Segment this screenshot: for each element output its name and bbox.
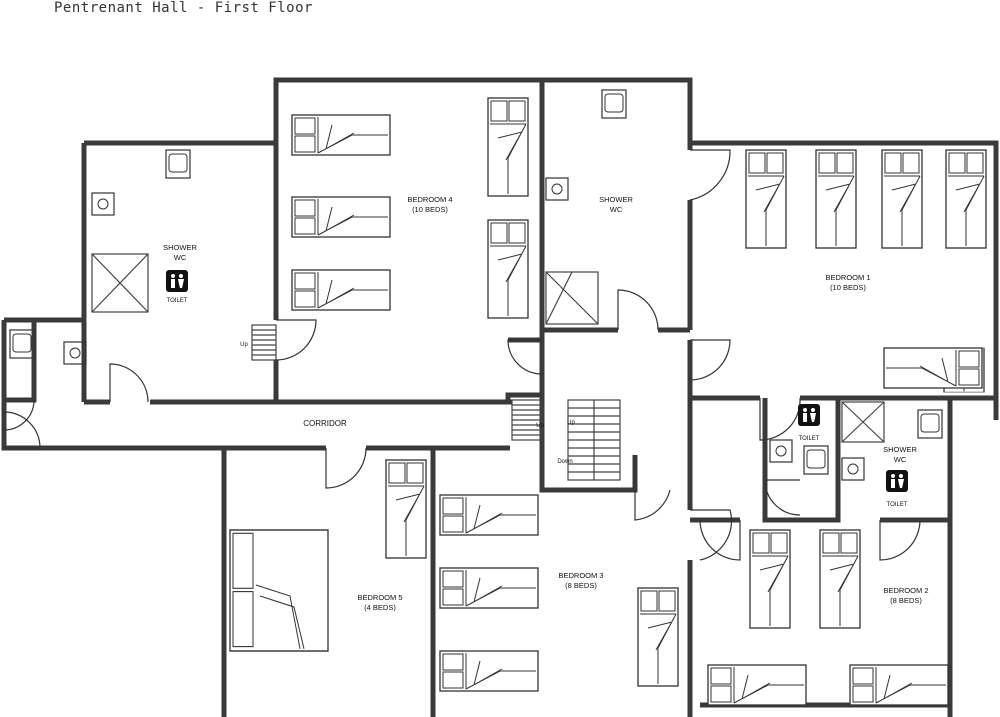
sink-fixture <box>545 177 569 201</box>
bed <box>291 196 391 238</box>
bedroom1-name: BEDROOM 1 <box>825 273 870 282</box>
stair-up-label: Up <box>536 423 544 429</box>
beds <box>229 97 987 706</box>
wc-sign-icon <box>886 470 908 492</box>
toilet-label: TOILET <box>799 436 820 442</box>
bed <box>291 114 391 156</box>
bedroom2-name: BEDROOM 2 <box>883 586 928 595</box>
bedroom5-name: BEDROOM 5 <box>357 593 402 602</box>
bed <box>819 529 861 629</box>
bedroom1-beds: (10 BEDS) <box>830 283 866 292</box>
toilet-label: TOILET <box>887 502 908 508</box>
corridor-label: CORRIDOR <box>303 419 347 428</box>
bedroom3-name: BEDROOM 3 <box>558 571 603 580</box>
stairs <box>251 324 621 481</box>
toilet-fixture <box>601 89 627 119</box>
toilet-fixture <box>9 329 35 359</box>
wc-sign-icon <box>798 404 820 426</box>
bed <box>439 494 539 536</box>
bed <box>849 664 949 706</box>
shower-mid-line1: SHOWER <box>599 195 633 204</box>
bed <box>291 269 391 311</box>
bed <box>487 219 529 319</box>
bedroom3-beds: (8 BEDS) <box>565 581 597 590</box>
toilet-label: TOILET <box>167 298 188 304</box>
bed <box>637 587 679 687</box>
bed <box>749 529 791 629</box>
bed <box>745 149 787 249</box>
walls <box>1 77 999 717</box>
bed <box>385 459 427 559</box>
bed <box>439 650 539 692</box>
page-title: Pentrenant Hall - First Floor <box>54 0 313 16</box>
wc-sign-icon <box>166 270 188 292</box>
toilet-fixture <box>165 149 191 179</box>
shower-right-line1: SHOWER <box>883 445 917 454</box>
stair-down-label: Down <box>557 459 572 465</box>
bedroom5-beds: (4 BEDS) <box>364 603 396 612</box>
sink-fixture <box>769 439 793 463</box>
stair-up-label: Up <box>240 342 248 348</box>
bed <box>883 347 983 389</box>
doors <box>3 149 921 561</box>
bed <box>439 567 539 609</box>
bed <box>815 149 857 249</box>
shower-right-line2: WC <box>894 455 907 464</box>
bed <box>487 97 529 197</box>
sink-fixture <box>91 192 115 216</box>
toilet-fixture <box>803 445 829 475</box>
toilet-fixture <box>917 409 943 439</box>
shower-mid-line2: WC <box>610 205 623 214</box>
shower-left-line1: SHOWER <box>163 243 197 252</box>
sink-fixture <box>841 457 865 481</box>
fixtures <box>9 89 943 481</box>
shower-left-line2: WC <box>174 253 187 262</box>
bed <box>945 149 987 249</box>
stair-up-label: Up <box>567 420 575 426</box>
bed <box>881 149 923 249</box>
bedroom2-beds: (8 BEDS) <box>890 596 922 605</box>
bed <box>707 664 807 706</box>
bedroom4-name: BEDROOM 4 <box>407 195 452 204</box>
bedroom4-beds: (10 BEDS) <box>412 205 448 214</box>
